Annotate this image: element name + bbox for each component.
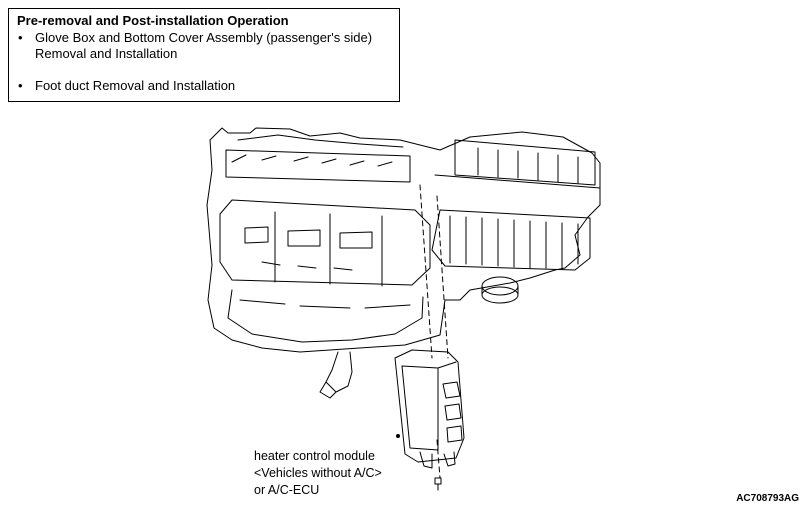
heater-unit-housing xyxy=(206,127,601,353)
alignment-dash-lines xyxy=(419,184,449,479)
note-list: • Glove Box and Bottom Cover Assembly (p… xyxy=(17,30,391,94)
note-item-text: Foot duct Removal and Installation xyxy=(35,78,236,93)
callout-leader xyxy=(396,434,400,438)
figure-id: AC708793AG xyxy=(736,493,799,504)
callout-line-module: heater control module xyxy=(254,449,375,463)
heater-control-module-part xyxy=(394,349,465,491)
note-title: Pre-removal and Post-installation Operat… xyxy=(17,13,289,28)
note-item-text: Glove Box and Bottom Cover Assembly (pas… xyxy=(35,30,373,61)
component-callout-label: heater control module <Vehicles without … xyxy=(254,448,382,499)
bullet-icon: • xyxy=(18,78,23,93)
drain-hose xyxy=(319,351,353,399)
bullet-icon: • xyxy=(18,30,23,45)
note-item-glove-box: • Glove Box and Bottom Cover Assembly (p… xyxy=(17,30,391,62)
pre-removal-note-box: Pre-removal and Post-installation Operat… xyxy=(8,8,400,102)
blower-fan-motor xyxy=(431,209,591,304)
note-item-foot-duct: • Foot duct Removal and Installation xyxy=(17,78,391,94)
callout-line-ecu: or A/C-ECU xyxy=(254,483,320,497)
callout-line-vehicles: <Vehicles without A/C> xyxy=(254,466,382,480)
